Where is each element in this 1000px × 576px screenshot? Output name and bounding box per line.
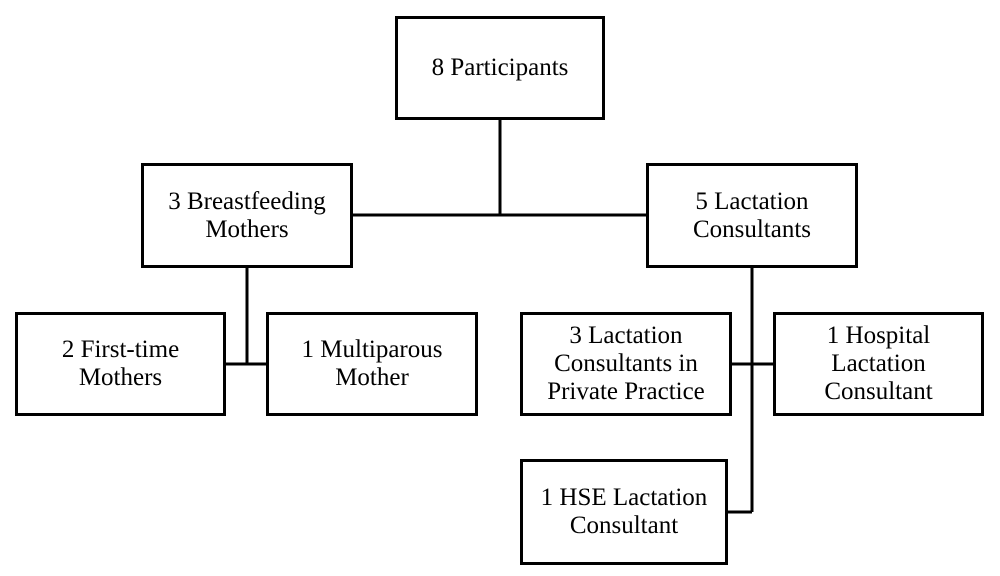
node-lactation-consultants: 5 Lactation Consultants: [646, 163, 858, 268]
node-first-time-mothers: 2 First-time Mothers: [15, 312, 226, 416]
node-root-label: 8 Participants: [431, 54, 569, 81]
node-root: 8 Participants: [395, 16, 605, 120]
node-first-time-mothers-label: 2 First-time Mothers: [61, 336, 180, 391]
node-private-practice-consultants-label: 3 Lactation Consultants in Private Pract…: [547, 322, 705, 405]
node-breastfeeding-mothers-label: 3 Breastfeeding Mothers: [168, 187, 326, 243]
node-breastfeeding-mothers: 3 Breastfeeding Mothers: [141, 163, 353, 268]
node-hospital-consultant-label: 1 Hospital Lactation Consultant: [824, 322, 933, 405]
node-hse-consultant: 1 HSE Lactation Consultant: [520, 459, 728, 565]
node-lactation-consultants-label: 5 Lactation Consultants: [692, 187, 812, 243]
node-multiparous-mother-label: 1 Multiparous Mother: [301, 336, 443, 391]
node-hospital-consultant: 1 Hospital Lactation Consultant: [773, 312, 984, 416]
node-hse-consultant-label: 1 HSE Lactation Consultant: [540, 484, 708, 539]
node-private-practice-consultants: 3 Lactation Consultants in Private Pract…: [520, 312, 732, 416]
node-multiparous-mother: 1 Multiparous Mother: [266, 312, 478, 416]
